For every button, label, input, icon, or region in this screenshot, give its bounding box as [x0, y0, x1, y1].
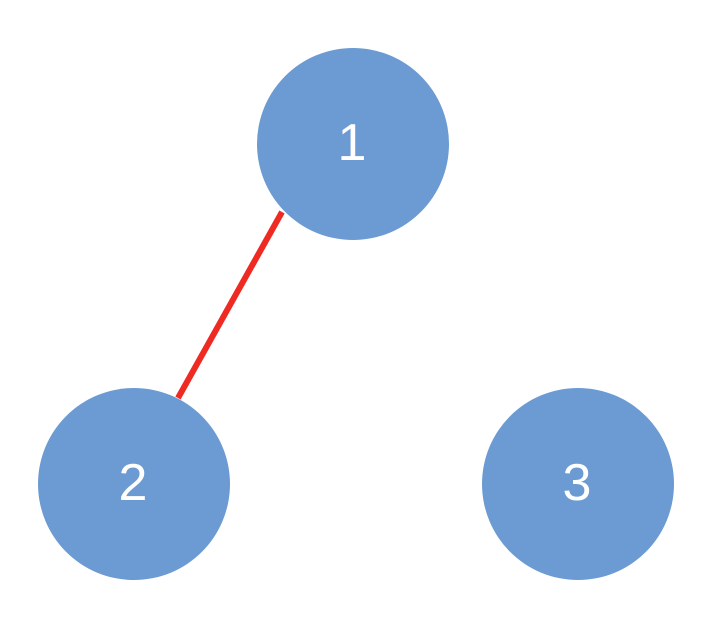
graph-node-3-label: 3 — [562, 454, 592, 512]
graph-node-3[interactable] — [482, 388, 674, 580]
graph-node-1-label: 1 — [337, 114, 367, 172]
graph-node-2-label: 2 — [118, 454, 148, 512]
graph-edge-1-2[interactable] — [175, 210, 285, 400]
graph-node-2[interactable] — [38, 388, 230, 580]
graph-node-1[interactable] — [257, 48, 449, 240]
